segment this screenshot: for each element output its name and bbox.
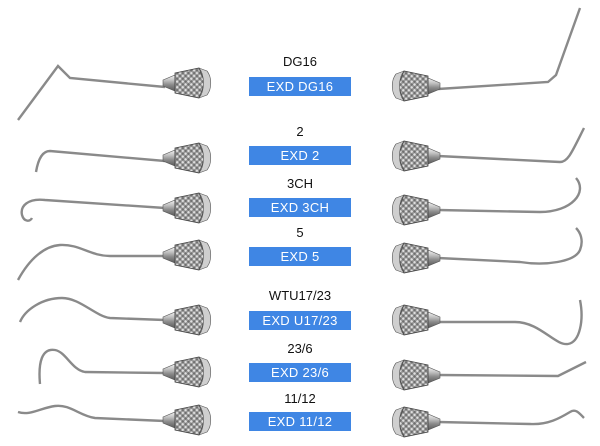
handle-left-dg16: [162, 67, 212, 99]
tip-left-23-6: [38, 348, 166, 385]
tip-right-3ch: [437, 177, 582, 214]
handle-left-3ch: [162, 192, 212, 224]
model-label-dg16: DG16: [283, 54, 317, 69]
handle-right-wtu17-23: [391, 304, 441, 336]
tip-left-5: [16, 243, 165, 281]
tip-right-dg16: [437, 7, 582, 91]
model-label-11-12: 11/12: [284, 391, 316, 406]
model-label-5: 5: [296, 225, 304, 240]
code-button-23-6[interactable]: EXD 23/6: [249, 363, 351, 382]
tip-left-3ch: [20, 198, 166, 222]
handle-left-2: [162, 142, 212, 174]
handle-right-5: [391, 242, 441, 274]
tip-right-5: [437, 227, 583, 265]
code-button-5[interactable]: EXD 5: [249, 247, 351, 266]
code-button-dg16[interactable]: EXD DG16: [249, 77, 351, 96]
handle-left-11-12: [162, 404, 212, 436]
code-button-11-12[interactable]: EXD 11/12: [249, 412, 351, 431]
model-label-wtu17-23: WTU17/23: [268, 288, 332, 303]
instrument-row-11-12: [17, 404, 585, 438]
instrument-row-2: [34, 127, 586, 174]
tip-left-wtu17-23: [18, 296, 166, 323]
model-label-3ch: 3CH: [286, 176, 313, 191]
code-button-u17-23[interactable]: EXD U17/23: [249, 311, 351, 330]
handle-right-23-6: [391, 359, 441, 391]
handle-left-wtu17-23: [162, 304, 212, 336]
handle-left-5: [162, 239, 212, 271]
tip-left-11-12: [17, 404, 166, 423]
handle-right-2: [391, 140, 441, 172]
instrument-row-wtu17-23: [18, 296, 583, 346]
instrument-row-3ch: [20, 177, 582, 226]
handle-right-dg16: [391, 70, 441, 102]
instrument-row-5: [16, 227, 583, 281]
tip-right-23-6: [437, 360, 587, 378]
instrument-row-dg16: [17, 7, 582, 121]
handle-left-23-6: [162, 356, 212, 388]
handle-right-3ch: [391, 194, 441, 226]
tip-left-dg16: [17, 64, 166, 121]
handle-right-11-12: [391, 406, 441, 438]
model-label-2: 2: [296, 124, 304, 139]
tip-right-2: [437, 127, 586, 164]
tip-left-2: [34, 149, 166, 173]
tip-right-wtu17-23: [438, 299, 583, 346]
model-label-23-6: 23/6: [287, 341, 313, 356]
instrument-row-23-6: [38, 348, 587, 391]
code-button-2[interactable]: EXD 2: [249, 146, 351, 165]
code-button-3ch[interactable]: EXD 3CH: [249, 198, 351, 217]
tip-right-11-12: [437, 409, 585, 426]
